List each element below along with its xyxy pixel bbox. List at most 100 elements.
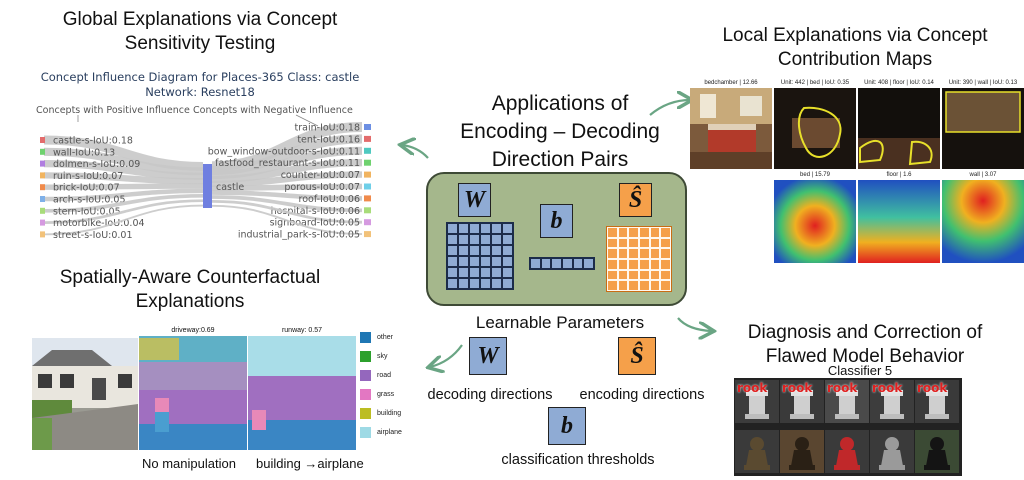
arrow-to-global bbox=[402, 145, 429, 159]
heatmap-bed: bed | 15.79 bbox=[774, 171, 856, 263]
matrix-cell bbox=[607, 269, 618, 281]
sankey-link-positive bbox=[43, 147, 204, 176]
rook-image: rook bbox=[780, 380, 824, 423]
sankey-title-line-2: Network: Resnet18 bbox=[145, 85, 255, 99]
matrix-cell bbox=[628, 227, 639, 238]
matrix-cell bbox=[639, 227, 650, 238]
local-heading-line-2: Contribution Maps bbox=[777, 49, 933, 70]
sankey-node-positive bbox=[40, 219, 45, 226]
matrix-cell bbox=[617, 227, 629, 238]
sankey-center-label: castle bbox=[216, 182, 244, 193]
legend-label: sky bbox=[377, 352, 388, 360]
matrix-cell bbox=[660, 280, 671, 291]
matrix-cell bbox=[447, 245, 458, 256]
sankey-node-negative bbox=[364, 207, 371, 214]
matrix-cell bbox=[628, 269, 639, 281]
matrix-cell bbox=[639, 237, 650, 249]
matrix-b-vector bbox=[529, 257, 595, 270]
matrix-cell bbox=[617, 259, 629, 270]
legend-swatch bbox=[360, 388, 371, 400]
rook-word: rook bbox=[827, 381, 858, 395]
rook-word: rook bbox=[782, 381, 813, 395]
sankey-label-negative: fastfood_restaurant-s-IoU:0.11 bbox=[215, 158, 360, 169]
matrix-cell bbox=[491, 223, 502, 234]
sankey-label-negative: roof-IoU:0.06 bbox=[299, 194, 361, 205]
matrix-s-label: Ŝ bbox=[619, 183, 652, 217]
matrix-cell bbox=[617, 237, 629, 249]
contribution-map-floor-caption: Unit: 408 | floor | IoU: 0.14 bbox=[858, 79, 940, 88]
matrix-w-label: W bbox=[458, 183, 491, 217]
legend-label: other bbox=[377, 333, 393, 341]
legend-swatch bbox=[360, 407, 371, 419]
matrix-cell bbox=[469, 278, 480, 289]
contribution-heatmaps: bed | 15.79 floor | 1.6 wall | 3.07 bbox=[774, 171, 1024, 263]
matrix-cell bbox=[639, 269, 650, 281]
diagnosis-heading: Diagnosis and Correction of Flawed Model… bbox=[715, 321, 1015, 369]
matrix-cell bbox=[649, 269, 661, 281]
sankey-link-positive bbox=[43, 183, 204, 190]
sankey-label-negative: hospital-s-IoU:0.06 bbox=[271, 206, 360, 217]
sankey-node-positive bbox=[40, 172, 45, 179]
matrix-cell bbox=[469, 256, 480, 267]
matrix-cell bbox=[458, 267, 469, 278]
arrow-to-local bbox=[649, 100, 690, 116]
matrix-cell bbox=[628, 280, 639, 291]
contribution-map-bed-caption: Unit: 442 | bed | IoU: 0.35 bbox=[774, 79, 856, 88]
matrix-b-label: b bbox=[540, 204, 573, 238]
sankey-link-positive bbox=[43, 135, 204, 171]
local-heading: Local Explanations via Concept Contribut… bbox=[710, 24, 1000, 72]
sankey-link-positive bbox=[43, 199, 204, 224]
sankey-node-negative bbox=[364, 171, 371, 178]
segmentation-map-counterfactual: runway: 0.57 bbox=[248, 326, 356, 450]
sankey-label-positive: ruin-s-IoU:0.07 bbox=[53, 171, 123, 182]
sankey-link-negative bbox=[211, 171, 363, 187]
legend-swatch bbox=[360, 350, 371, 362]
param-s-icon: Ŝ bbox=[618, 337, 656, 375]
matrix-cell bbox=[540, 258, 552, 269]
matrix-cell bbox=[447, 267, 458, 278]
rook-image: rook bbox=[825, 380, 869, 423]
matrix-cell bbox=[660, 237, 671, 249]
contribution-maps-top: bedchamber | 12.66 Unit: 442 | bed | IoU… bbox=[690, 79, 1024, 169]
sankey-link-negative bbox=[211, 204, 363, 236]
matrix-cell bbox=[607, 280, 618, 291]
diagnosis-heading-line-2: Flawed Model Behavior bbox=[765, 346, 965, 367]
legend-item: building bbox=[360, 406, 401, 420]
global-heading-line-1: Global Explanations via Concept bbox=[62, 9, 338, 30]
sankey-label-positive: arch-s-IoU:0.05 bbox=[53, 195, 126, 206]
sankey-label-positive: castle-s-IoU:0.18 bbox=[53, 136, 133, 147]
legend-label: building bbox=[377, 409, 402, 417]
sankey-node-negative bbox=[364, 124, 371, 130]
matrix-cell bbox=[660, 248, 671, 259]
contribution-map-bed: Unit: 442 | bed | IoU: 0.35 bbox=[774, 79, 856, 169]
matrix-cell bbox=[660, 259, 671, 270]
matrix-cell bbox=[491, 256, 502, 267]
matrix-cell bbox=[480, 223, 491, 234]
positive-caption: Concepts with Positive Influence bbox=[36, 105, 190, 116]
map2-caption: runway: 0.57 bbox=[248, 326, 356, 336]
heatmap-wall: wall | 3.07 bbox=[942, 171, 1024, 263]
sankey-label-positive: stern-IoU:0.05 bbox=[53, 206, 121, 217]
legend-item: airplane bbox=[360, 425, 402, 439]
segmentation-map-original: driveway:0.69 bbox=[139, 326, 247, 450]
matrix-cell bbox=[639, 259, 650, 270]
sankey-link-negative bbox=[211, 146, 363, 180]
spatial-heading-line-2: Explanations bbox=[135, 291, 245, 312]
sankey-node-positive bbox=[40, 196, 45, 202]
rook-image: rook bbox=[870, 380, 914, 423]
matrix-cell bbox=[480, 256, 491, 267]
sankey-node-positive bbox=[40, 160, 45, 167]
negative-caption: Concepts with Negative Influence bbox=[193, 105, 353, 116]
matrix-s-grid bbox=[606, 226, 672, 292]
sankey-link-positive bbox=[43, 204, 204, 236]
param-s-label: encoding directions bbox=[579, 387, 705, 403]
sankey-title-line-1: Concept Influence Diagram for Places-365… bbox=[40, 70, 360, 84]
sankey-link-negative bbox=[211, 159, 363, 184]
sankey-link-negative bbox=[211, 195, 363, 213]
matrix-cell bbox=[458, 223, 469, 234]
sankey-node-positive bbox=[40, 207, 45, 214]
matrix-cell bbox=[502, 267, 513, 278]
center-title-line-3: Direction Pairs bbox=[491, 148, 629, 171]
matrix-w-grid bbox=[446, 222, 514, 290]
sankey-node-negative bbox=[364, 231, 371, 238]
